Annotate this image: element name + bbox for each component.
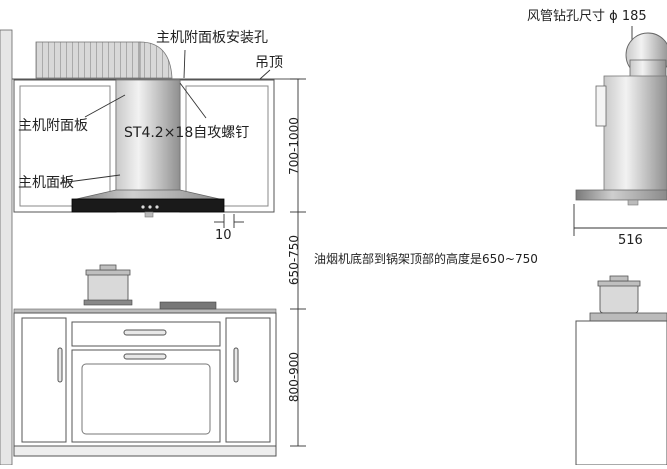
gap-dimension xyxy=(214,214,244,228)
lower-cabinet xyxy=(13,312,277,457)
label-ceiling: 吊顶 xyxy=(255,55,283,71)
wall xyxy=(0,29,13,466)
label-depth: 516 xyxy=(618,233,643,248)
cooktop xyxy=(13,264,277,314)
side-view-hood xyxy=(575,26,667,206)
vertical-dimensions xyxy=(290,78,306,447)
upper-cabinets xyxy=(13,79,275,213)
hood-panel xyxy=(71,189,225,218)
label-duct-hole: 风管钻孔尺寸 ϕ 185 xyxy=(527,9,647,24)
label-install-hole: 主机附面板安装孔 xyxy=(156,30,268,46)
label-height-note: 油烟机底部到锅架顶部的高度是650~750 xyxy=(314,252,538,266)
side-view-cabinet xyxy=(575,275,667,466)
dim-top: 700-1000 xyxy=(287,117,301,175)
label-aux-panel: 主机附面板 xyxy=(18,118,88,134)
label-main-panel: 主机面板 xyxy=(18,175,74,191)
depth-dimension xyxy=(573,204,667,236)
flexible-duct xyxy=(35,41,173,79)
dim-mid: 650-750 xyxy=(287,234,301,286)
dim-bottom: 800-900 xyxy=(287,351,301,403)
label-screw: ST4.2×18自攻螺钉 xyxy=(124,125,250,141)
leader-lines xyxy=(59,49,271,184)
hood-chimney xyxy=(115,79,181,199)
label-gap: 10 xyxy=(215,228,232,243)
